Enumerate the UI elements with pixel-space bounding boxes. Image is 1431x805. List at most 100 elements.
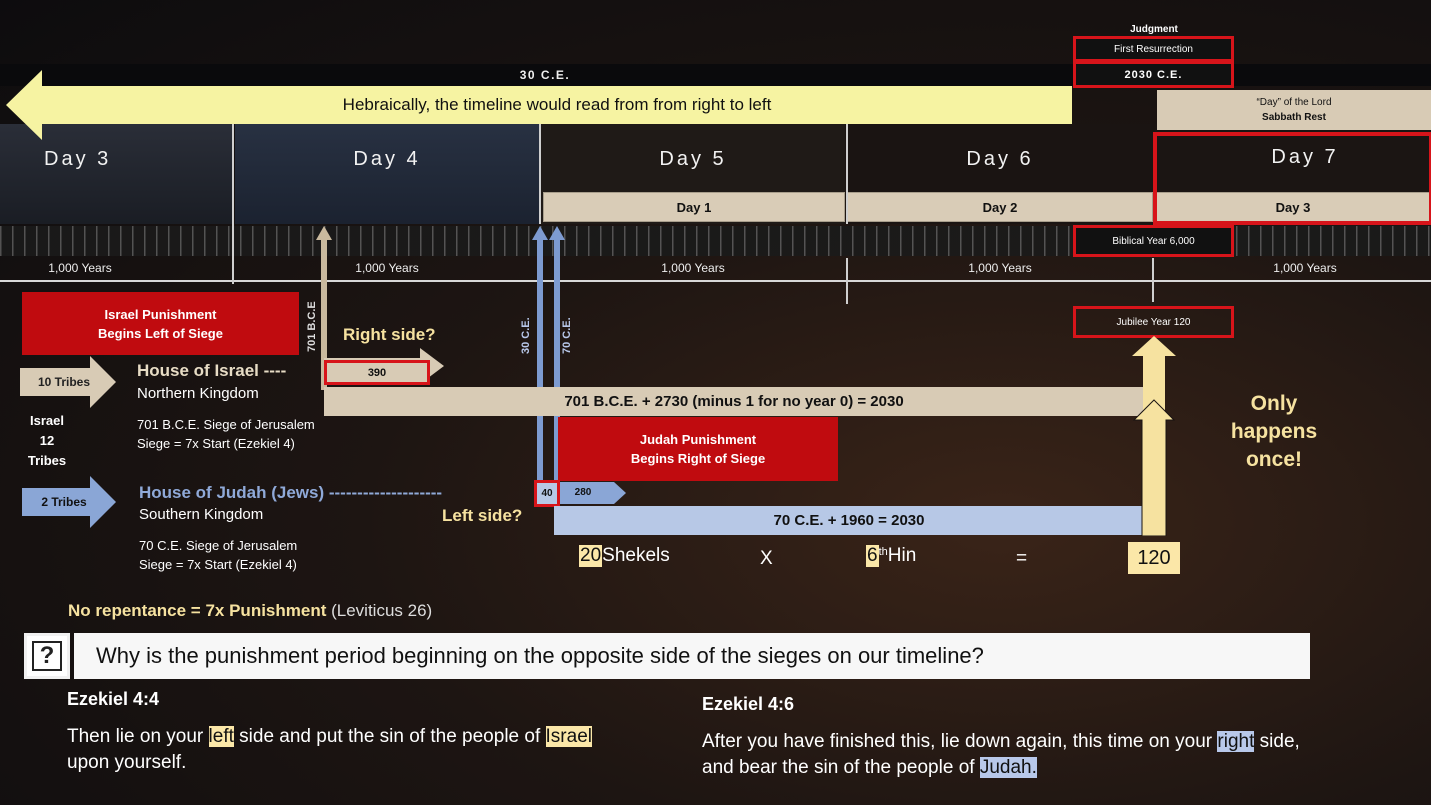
first-resurrection-box: First Resurrection: [1073, 36, 1234, 62]
day-of-lord-label: “Day” of the Lord: [1256, 97, 1332, 108]
israel-siege-line1: 701 B.C.E. Siege of Jerusalem: [137, 417, 315, 432]
timeline-note: Hebraically, the timeline would read fro…: [342, 95, 772, 114]
judah-siege-line2: Siege = 7x Start (Ezekiel 4): [139, 557, 297, 572]
result-120: 120: [1128, 542, 1180, 574]
ezekiel-46-part1: After you have finished this, lie down a…: [702, 731, 1218, 752]
years-label-1: 1,000 Years: [48, 261, 112, 275]
ezekiel-44-part1: Then lie on your: [67, 726, 209, 747]
repentance-bold: No repentance = 7x Punishment: [68, 601, 327, 620]
ce30-vertical-label: 30 C.E.: [520, 317, 532, 354]
judah-280-label: 280: [574, 486, 592, 498]
bce701-arrow: [316, 226, 332, 390]
hin-text: Hin: [887, 545, 917, 566]
northern-kingdom: Northern Kingdom: [137, 385, 259, 402]
day4-label: Day 4: [353, 148, 421, 170]
only-once-line2: happens: [1230, 420, 1318, 443]
question-banner: Why is the punishment period beginning o…: [74, 633, 1310, 679]
divider-day4-5: [539, 124, 541, 224]
ezekiel-46-part2: side,: [1254, 731, 1300, 752]
timeline-axis: [0, 280, 1431, 282]
repentance-ref: (Leviticus 26): [326, 601, 433, 620]
israel-siege-line2: Siege = 7x Start (Ezekiel 4): [137, 436, 295, 451]
shekels-term: 20 Shekels: [579, 545, 670, 567]
left-side-question: Left side?: [442, 506, 523, 525]
israel12-line1: Israel: [30, 413, 64, 428]
years-label-3: 1,000 Years: [661, 261, 725, 275]
ce70-vertical-label: 70 C.E.: [561, 317, 573, 354]
ezekiel-46-title: Ezekiel 4:6: [702, 694, 795, 714]
ezekiel-44-text: Then lie on your left side and put the s…: [67, 724, 677, 776]
house-of-israel: House of Israel ----: [137, 361, 287, 380]
israel-formula-bar: 701 B.C.E. + 2730 (minus 1 for no year 0…: [324, 387, 1144, 416]
ezekiel-44-highlight-israel: Israel: [545, 726, 592, 747]
southern-kingdom: Southern Kingdom: [139, 506, 264, 523]
subday-2: Day 2: [847, 192, 1153, 222]
day7-highlight: [1153, 132, 1431, 225]
judah-40-box: 40: [534, 480, 560, 507]
judah-punishment-panel: Judah Punishment Begins Right of Siege: [558, 417, 838, 481]
judah-siege-line1: 70 C.E. Siege of Jerusalem: [139, 538, 298, 553]
ce2030-box: 2030 C.E.: [1073, 61, 1234, 88]
day3-label: Day 3: [44, 148, 112, 170]
only-happens-once: Only happens once!: [1220, 390, 1328, 474]
subday-1: Day 1: [543, 192, 845, 222]
day4-band: Day 4: [235, 124, 539, 224]
equals-sign: =: [1016, 548, 1028, 569]
sabbath-rest-label: Sabbath Rest: [1262, 112, 1326, 123]
repentance-note: No repentance = 7x Punishment (Leviticus…: [68, 601, 432, 621]
israel-punishment-subtitle: Begins Left of Siege: [98, 325, 223, 341]
biblical-year-box: Biblical Year 6,000: [1073, 225, 1234, 257]
ezekiel-44-part3: upon yourself.: [67, 752, 187, 773]
day5-label: Day 5: [659, 148, 727, 170]
day3-band: Day 3: [0, 124, 233, 224]
jubilee-box: Jubilee Year 120: [1073, 306, 1234, 338]
judah-punishment-subtitle: Begins Right of Siege: [630, 451, 766, 466]
two-tribes-label: 2 Tribes: [41, 495, 87, 509]
times-sign: X: [760, 548, 773, 569]
ezekiel-44-highlight-left: left: [208, 726, 234, 747]
years-label-4: 1,000 Years: [968, 261, 1032, 275]
ezekiel-46-highlight-right: right: [1217, 731, 1255, 752]
israel-12-tribes: Israel 12 Tribes: [16, 410, 78, 472]
ezekiel-46-text: After you have finished this, lie down a…: [702, 729, 1402, 781]
shekels-text: Shekels: [602, 545, 670, 566]
ten-tribes-arrow: [20, 356, 116, 408]
israel-punishment-panel: Israel Punishment Begins Left of Siege: [22, 292, 299, 355]
tick-day4: [232, 258, 234, 284]
hin-term: 6 th Hin: [866, 545, 916, 567]
judah-punishment-title: Judah Punishment: [639, 432, 757, 447]
years-label-2: 1,000 Years: [355, 261, 419, 275]
only-once-line3: once!: [1245, 448, 1302, 471]
hin-number: 6: [866, 545, 879, 567]
israel-punishment-title: Israel Punishment: [104, 306, 217, 322]
only-once-line1: Only: [1250, 392, 1298, 415]
right-side-question: Right side?: [343, 325, 436, 344]
jubilee-up-arrow: [1132, 336, 1176, 536]
day-of-lord-box: “Day” of the Lord Sabbath Rest: [1157, 90, 1431, 130]
years-label-5: 1,000 Years: [1273, 261, 1337, 275]
bce701-vertical-label: 701 B.C.E: [306, 301, 318, 352]
israel12-line2: 12: [39, 433, 55, 448]
israel12-line3: Tribes: [27, 453, 67, 468]
house-of-judah: House of Judah (Jews) ------------------…: [139, 483, 443, 502]
ce30-top-label: 30 C.E.: [519, 68, 571, 82]
question-mark-icon: ?: [24, 633, 70, 679]
ezekiel-46-highlight-judah: Judah.: [979, 757, 1037, 778]
tick-day6: [846, 258, 848, 304]
right-to-left-arrow: [6, 70, 1072, 140]
tick-day7: [1152, 258, 1154, 302]
ten-tribes-label: 10 Tribes: [37, 375, 91, 389]
ezekiel-44-title: Ezekiel 4:4: [67, 689, 160, 709]
judgment-label: Judgment: [1130, 23, 1178, 35]
judah-formula-bar: 70 C.E. + 1960 = 2030: [554, 506, 1144, 535]
judah-280-arrow: [556, 482, 626, 504]
ezekiel-44-part2: side and put the sin of the people of: [233, 726, 546, 747]
divider-day3-4: [232, 124, 234, 284]
divider-day5-6: [846, 124, 848, 224]
ezekiel-46-part3: and bear the sin of the people of: [702, 757, 980, 778]
two-tribes-arrow: [22, 476, 116, 528]
day6-label: Day 6: [966, 148, 1034, 170]
day7-label: Day 7: [1271, 146, 1339, 168]
ce30-ce70-arrows: [532, 226, 565, 506]
hin-superscript: th: [878, 546, 888, 558]
